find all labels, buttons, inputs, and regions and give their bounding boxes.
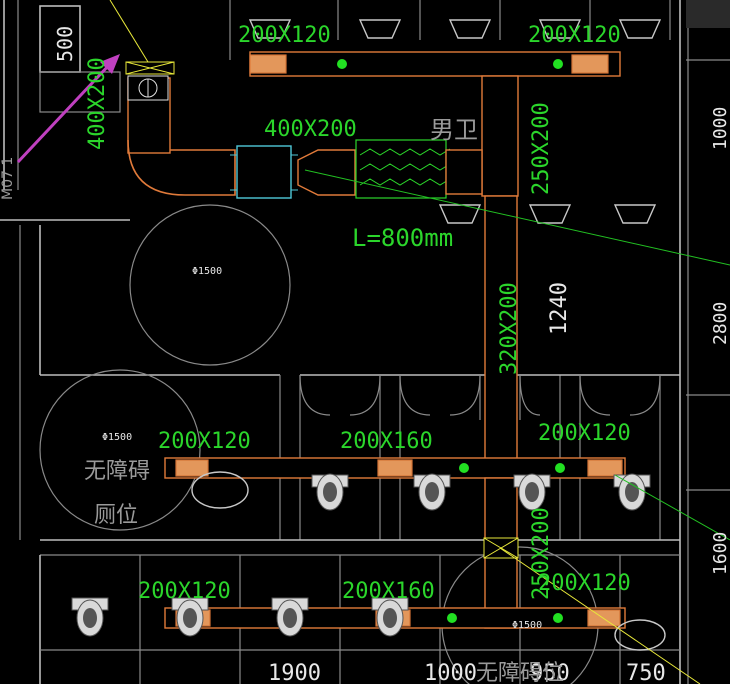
label-duct-320x200: 320X200 — [497, 282, 522, 375]
label-silencer-length: L=800mm — [352, 224, 453, 252]
labels: 200X120 200X120 400X200 400X200 250X200 … — [0, 23, 730, 684]
label-duct-250x200: 250X200 — [529, 102, 554, 195]
label-dim-1000-bottom: 1000 — [424, 661, 477, 684]
label-dim-1600: 1600 — [710, 532, 730, 575]
label-duct-400x200-vertical: 400X200 — [85, 57, 110, 150]
label-dim-500: 500 — [53, 26, 77, 62]
grille-bot-right — [587, 609, 621, 627]
label-grille-top-right: 200X120 — [528, 23, 621, 48]
grille-top-left — [249, 54, 287, 74]
label-circle-1500-b: Φ1500 — [102, 432, 132, 443]
grille-mid-center — [377, 459, 413, 477]
label-grille-mid-center: 200X160 — [340, 429, 433, 454]
label-grille-mid-right: 200X120 — [538, 421, 631, 446]
label-grille-bot-left: 200X120 — [138, 579, 231, 604]
leader-lines — [109, 0, 730, 684]
grille-mid-right — [587, 459, 623, 477]
label-duct-400x200-horizontal: 400X200 — [264, 117, 357, 142]
label-room-mens: 男卫 — [430, 116, 478, 144]
label-left-edge: M07 1 — [0, 157, 16, 200]
label-accessible-toilet-2: 厕位 — [94, 503, 138, 528]
label-accessible-bottom: 无障碍位 — [476, 661, 564, 684]
annotation-arrow — [16, 54, 120, 164]
toilets — [71, 471, 666, 651]
label-duct-250x200-lower: 250X200 — [529, 507, 554, 600]
top-fixtures — [248, 19, 662, 224]
diffuser-dots — [337, 59, 565, 623]
label-circle-1500-a: Φ1500 — [192, 266, 222, 277]
label-grille-mid-left: 200X120 — [158, 429, 251, 454]
label-dim-1900: 1900 — [268, 661, 321, 684]
label-grille-bot-right: 200X120 — [538, 571, 631, 596]
label-dim-750: 750 — [626, 661, 666, 684]
label-circle-1500-c: Φ1500 — [512, 620, 542, 631]
label-dim-1240: 1240 — [547, 282, 572, 335]
label-dim-1000: 1000 — [710, 107, 730, 150]
grille-mid-left — [175, 459, 209, 477]
fan-box — [236, 145, 292, 199]
label-grille-top-left: 200X120 — [238, 23, 331, 48]
grille-top-right — [571, 54, 609, 74]
label-dim-950: 950 — [530, 661, 570, 684]
label-grille-bot-center: 200X160 — [342, 579, 435, 604]
label-accessible-toilet-1: 无障碍 — [84, 459, 150, 484]
label-dim-2800: 2800 — [710, 302, 730, 345]
